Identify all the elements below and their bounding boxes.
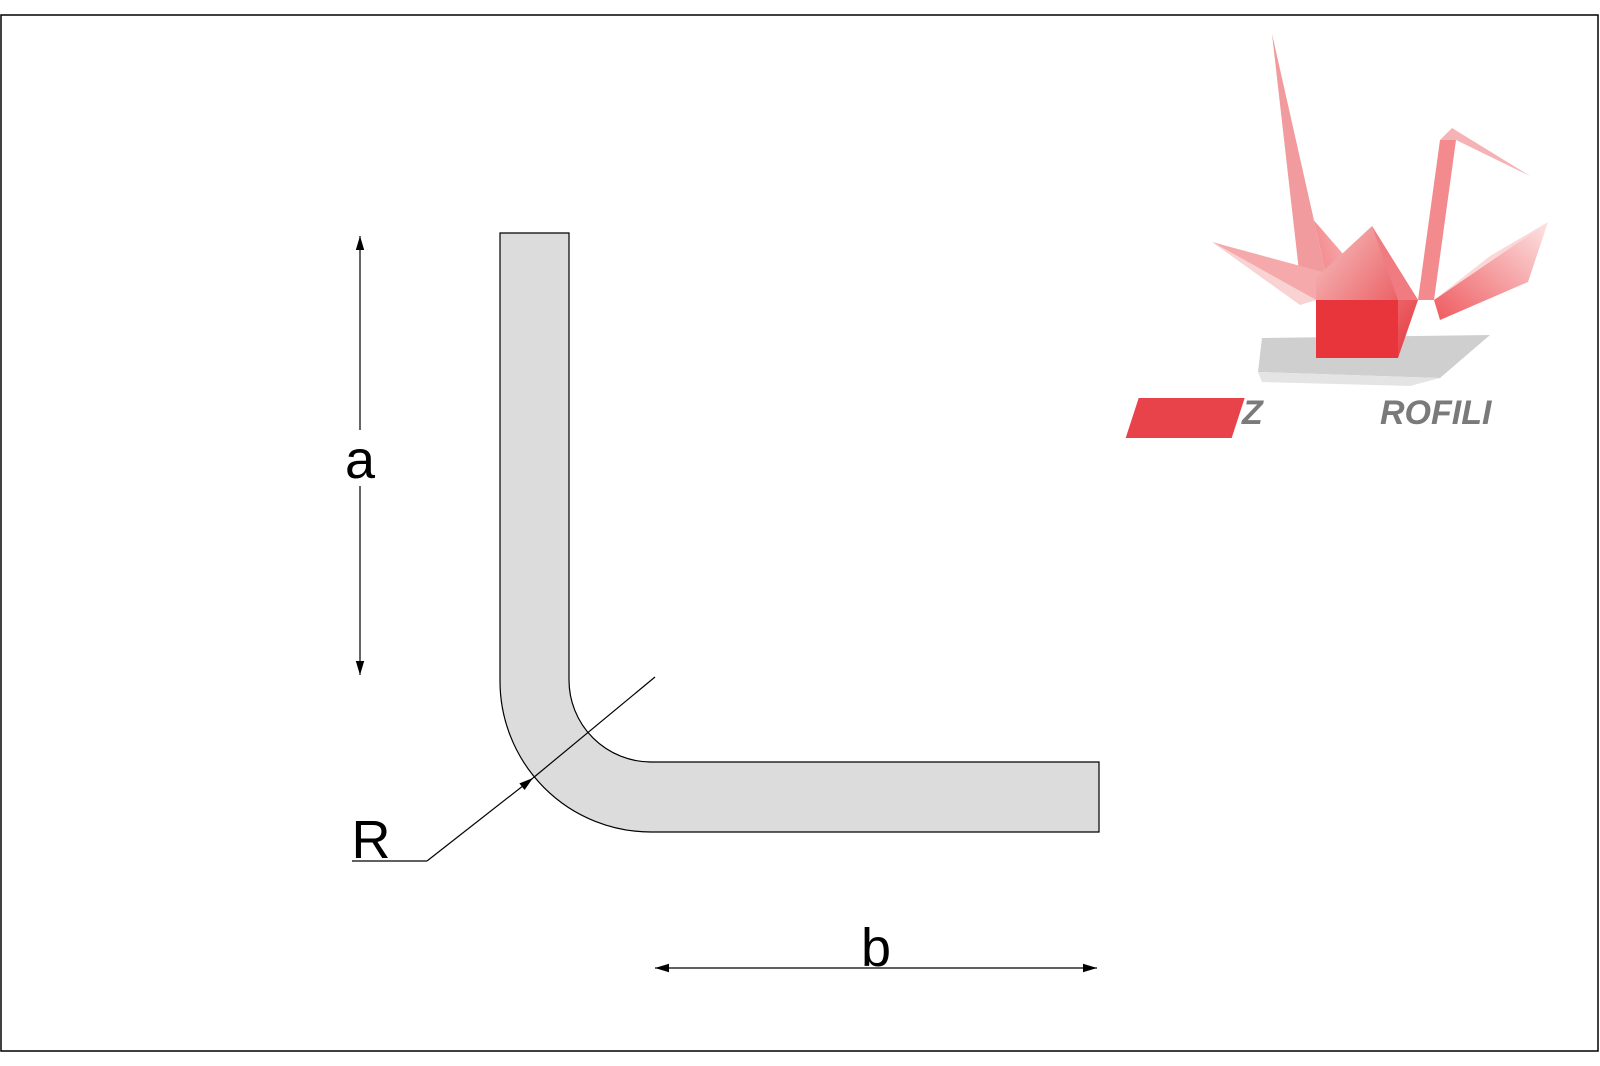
logo-text-prefix: Z (1241, 394, 1264, 432)
radius-leader-line (426, 777, 534, 862)
drawing-frame (0, 14, 1599, 1052)
company-logo: Z AP ROFILI (1125, 34, 1548, 438)
logo-text-highlight: AP (1282, 398, 1331, 436)
l-profile-section (499, 232, 1100, 833)
radius-extension-line (532, 676, 656, 779)
dimension-a-label: a (345, 430, 376, 490)
origami-crane-icon (1212, 34, 1548, 386)
logo-text-suffix: ROFILI (1380, 394, 1493, 432)
dimension-b-label: b (861, 918, 891, 978)
logo-highlight-badge (1125, 398, 1245, 438)
radius-label: R (352, 810, 391, 870)
logo-wordmark: Z AP ROFILI (1125, 394, 1493, 438)
